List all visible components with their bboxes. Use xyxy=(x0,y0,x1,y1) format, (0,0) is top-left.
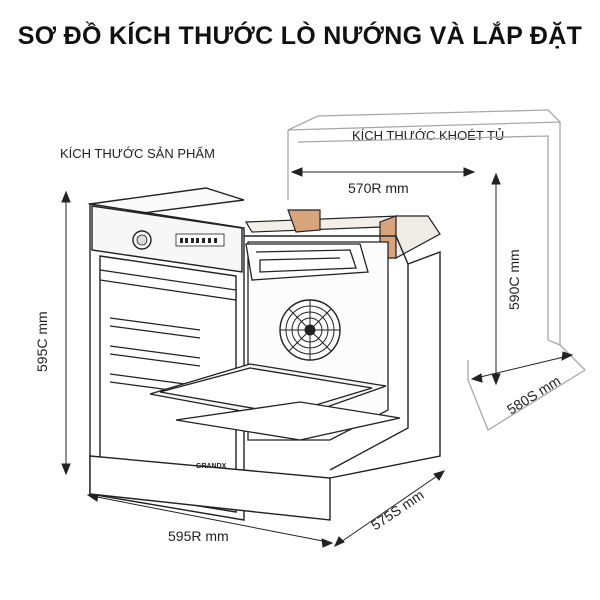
cutout-width-dim: 570R mm xyxy=(348,180,409,196)
product-width-dim: 595R mm xyxy=(168,528,229,544)
convection-fan-icon xyxy=(279,299,341,361)
page-title: SƠ ĐỒ KÍCH THƯỚC LÒ NƯỚNG VÀ LẮP ĐẶT xyxy=(17,22,583,50)
cabinet-outline xyxy=(287,109,586,431)
display-digits xyxy=(180,238,217,243)
oven-cavity xyxy=(109,241,401,441)
product-size-label: KÍCH THƯỚC SẢN PHẨM xyxy=(60,146,215,161)
brand-logo: GRANDX xyxy=(196,463,227,470)
dimension-lines xyxy=(61,167,574,548)
cutout-height-dim: 590C mm xyxy=(506,249,522,310)
door-handle xyxy=(99,269,237,301)
product-height-dim: 595C mm xyxy=(34,311,50,372)
